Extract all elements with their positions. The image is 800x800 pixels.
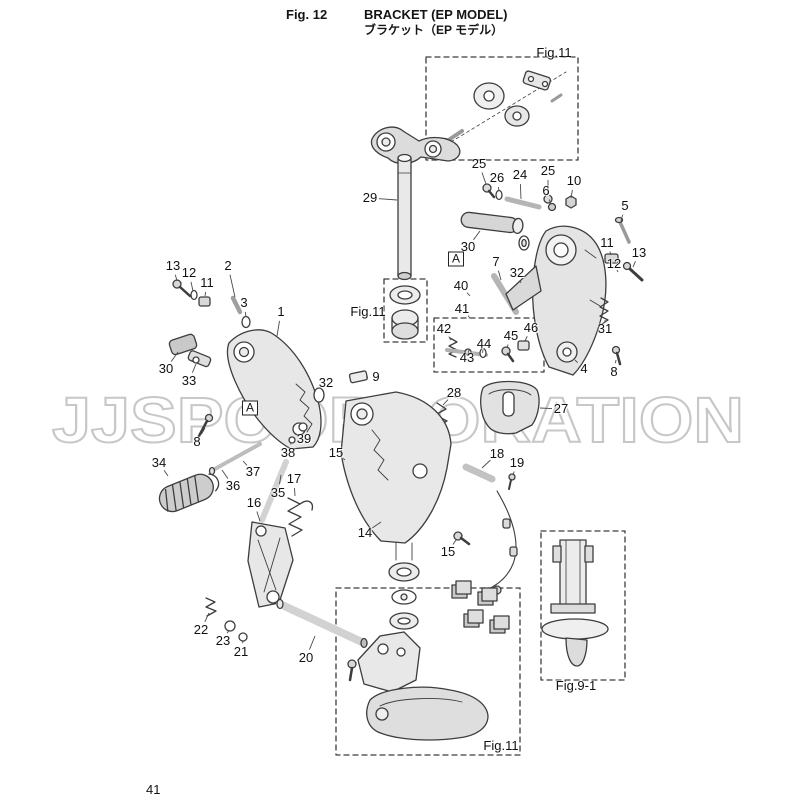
part-callout-16: 16 [246, 495, 262, 510]
part-callout-7: 7 [492, 254, 500, 269]
part-callout-46: 46 [523, 320, 539, 335]
part-callout-24: 24 [512, 167, 528, 182]
part-callout-22: 22 [193, 622, 209, 637]
part-callout-35: 35 [270, 485, 286, 500]
part-callout-13: 13 [631, 245, 647, 260]
part-callout-42: 42 [436, 321, 452, 336]
part-callout-40: 40 [453, 278, 469, 293]
part-callout-9: 9 [372, 369, 380, 384]
part-callout-4: 4 [580, 361, 588, 376]
part-callout-45: 45 [503, 328, 519, 343]
part-callout-32: 32 [509, 265, 525, 280]
part-callout-41: 41 [454, 301, 470, 316]
part-callout-6: 6 [542, 183, 550, 198]
part-callout-33: 33 [181, 373, 197, 388]
part-callout-39: 39 [296, 431, 312, 446]
part-callout-25: 25 [471, 156, 487, 171]
part-callout-23: 23 [215, 633, 231, 648]
page-title: BRACKET (EP MODEL) [364, 7, 508, 22]
part-callout-29: 29 [362, 190, 378, 205]
figure-reference: Fig.9-1 [555, 678, 597, 693]
part-callout-37: 37 [245, 464, 261, 479]
part-callout-21: 21 [233, 644, 249, 659]
part-callout-18: 18 [489, 446, 505, 461]
part-callout-3: 3 [240, 295, 248, 310]
part-callout-5: 5 [621, 198, 629, 213]
figure-number: Fig. 12 [286, 7, 328, 22]
part-callout-2: 2 [224, 258, 232, 273]
part-callout-11: 11 [200, 275, 214, 290]
figure-reference: Fig.11 [536, 45, 572, 60]
part-callout-15: 15 [440, 544, 456, 559]
part-callout-12: 12 [181, 265, 197, 280]
part-callout-12: 12 [606, 256, 622, 271]
part-callout-27: 27 [553, 401, 569, 416]
section-marker-a: A [241, 400, 259, 416]
part-callout-28: 28 [446, 385, 462, 400]
part-callout-32: 32 [318, 375, 334, 390]
part-callout-13: 13 [165, 258, 181, 273]
part-callout-30: 30 [158, 361, 174, 376]
part-callout-17: 17 [286, 471, 302, 486]
page-title-japanese: ブラケット（EP モデル） [364, 23, 504, 37]
part-callout-1: 1 [277, 304, 285, 319]
part-callout-34: 34 [151, 455, 167, 470]
part-callout-30: 30 [460, 239, 476, 254]
part-callout-15: 15 [328, 445, 344, 460]
part-callout-8: 8 [610, 364, 618, 379]
part-callout-38: 38 [280, 445, 296, 460]
part-callout-10: 10 [566, 173, 582, 188]
part-callout-25: 25 [540, 163, 556, 178]
part-callout-43: 43 [459, 350, 475, 365]
part-callout-31: 31 [597, 321, 613, 336]
part-callout-36: 36 [225, 478, 241, 493]
part-callout-8: 8 [193, 434, 201, 449]
section-marker-a: A [447, 251, 465, 267]
part-callout-26: 26 [489, 170, 505, 185]
part-callout-11: 11 [600, 235, 614, 250]
figure-reference: Fig.11 [483, 738, 519, 753]
figure-reference: Fig.11 [350, 304, 386, 319]
part-callout-14: 14 [357, 525, 373, 540]
part-callout-44: 44 [476, 336, 492, 351]
part-callout-20: 20 [298, 650, 314, 665]
page-number: 41 [146, 782, 161, 797]
part-callout-19: 19 [509, 455, 525, 470]
